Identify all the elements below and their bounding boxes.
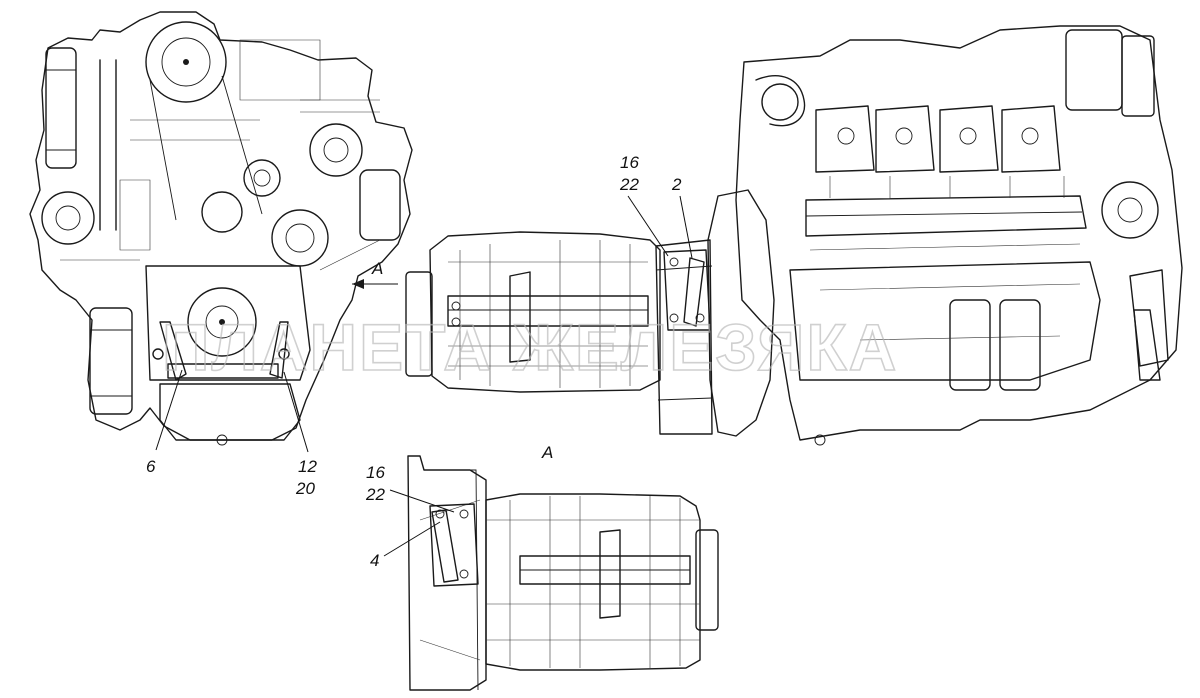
front-callouts: 6 12 20	[146, 369, 317, 498]
engine-front-view	[29, 11, 413, 446]
view-a-callout-4: 4	[370, 551, 379, 570]
view-a-callout-22: 22	[365, 485, 385, 504]
callout-20: 20	[295, 479, 315, 498]
view-arrow-label: A	[371, 259, 383, 278]
view-a-callouts: 16 22 4	[365, 463, 455, 570]
callout-6: 6	[146, 457, 156, 476]
engine-side-view	[735, 25, 1183, 446]
view-arrow: A	[352, 259, 398, 289]
callout-2: 2	[671, 175, 682, 194]
callout-12: 12	[298, 457, 317, 476]
side-callouts: 16 22 2	[619, 153, 693, 259]
gearbox-side-view	[405, 231, 661, 393]
view-a-title: A	[541, 443, 553, 462]
callout-22: 22	[619, 175, 639, 194]
view-a-gearbox	[407, 455, 719, 691]
clutch-housing-side	[655, 189, 775, 437]
callout-16: 16	[620, 153, 639, 172]
watermark-text: ПЛАНЕТА ЖЕЛЕЗЯКА	[162, 310, 898, 384]
view-a-callout-16: 16	[366, 463, 385, 482]
